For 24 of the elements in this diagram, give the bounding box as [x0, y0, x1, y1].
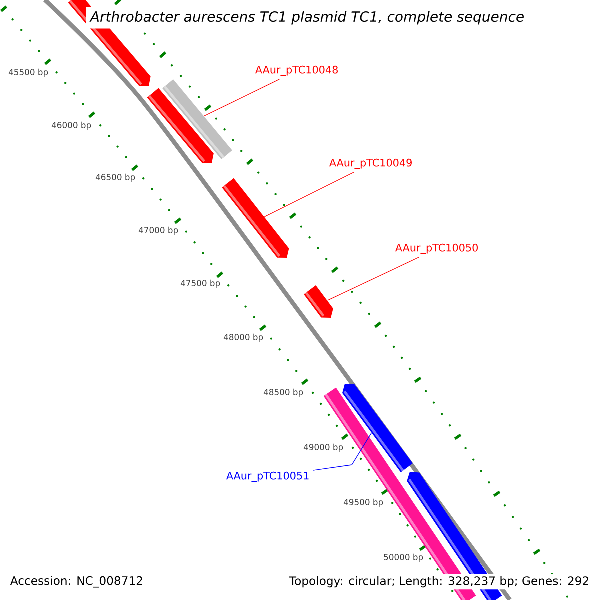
tick-label: 46500 bp — [96, 174, 136, 182]
gene-bar — [304, 286, 334, 318]
gene-label: AAur_pTC10050 — [396, 244, 478, 254]
footer-text: Accession: NC_008712 — [8, 574, 146, 590]
footer-text: Topology: circular; Length: 328,237 bp; Genes: 292 — [287, 574, 592, 590]
tick-label: 50000 bp — [384, 554, 424, 562]
leader-line — [204, 79, 280, 117]
tick-label: 49000 bp — [304, 444, 344, 452]
gene-bar — [222, 178, 290, 258]
tick-label: 47500 bp — [180, 280, 220, 288]
gene-label: AAur_pTC10048 — [256, 66, 338, 76]
tick-label: 47000 bp — [138, 226, 178, 236]
gene-label: AAur_pTC10051 — [226, 472, 309, 482]
tick-label: 46000 bp — [52, 122, 92, 130]
leader-line — [327, 257, 420, 301]
leader-line — [312, 432, 372, 471]
gene-bar — [162, 80, 232, 160]
tick-label: 48500 bp — [264, 388, 304, 398]
tick-label: 45500 bp — [8, 68, 48, 78]
title: Arthrobacter aurescens TC1 plasmid TC1, complete sequence — [86, 7, 529, 29]
tick-label: 48000 bp — [224, 334, 264, 342]
tick-label: 49500 bp — [344, 498, 384, 508]
leader-line — [264, 172, 354, 218]
gene-label: AAur_pTC10049 — [330, 158, 412, 170]
